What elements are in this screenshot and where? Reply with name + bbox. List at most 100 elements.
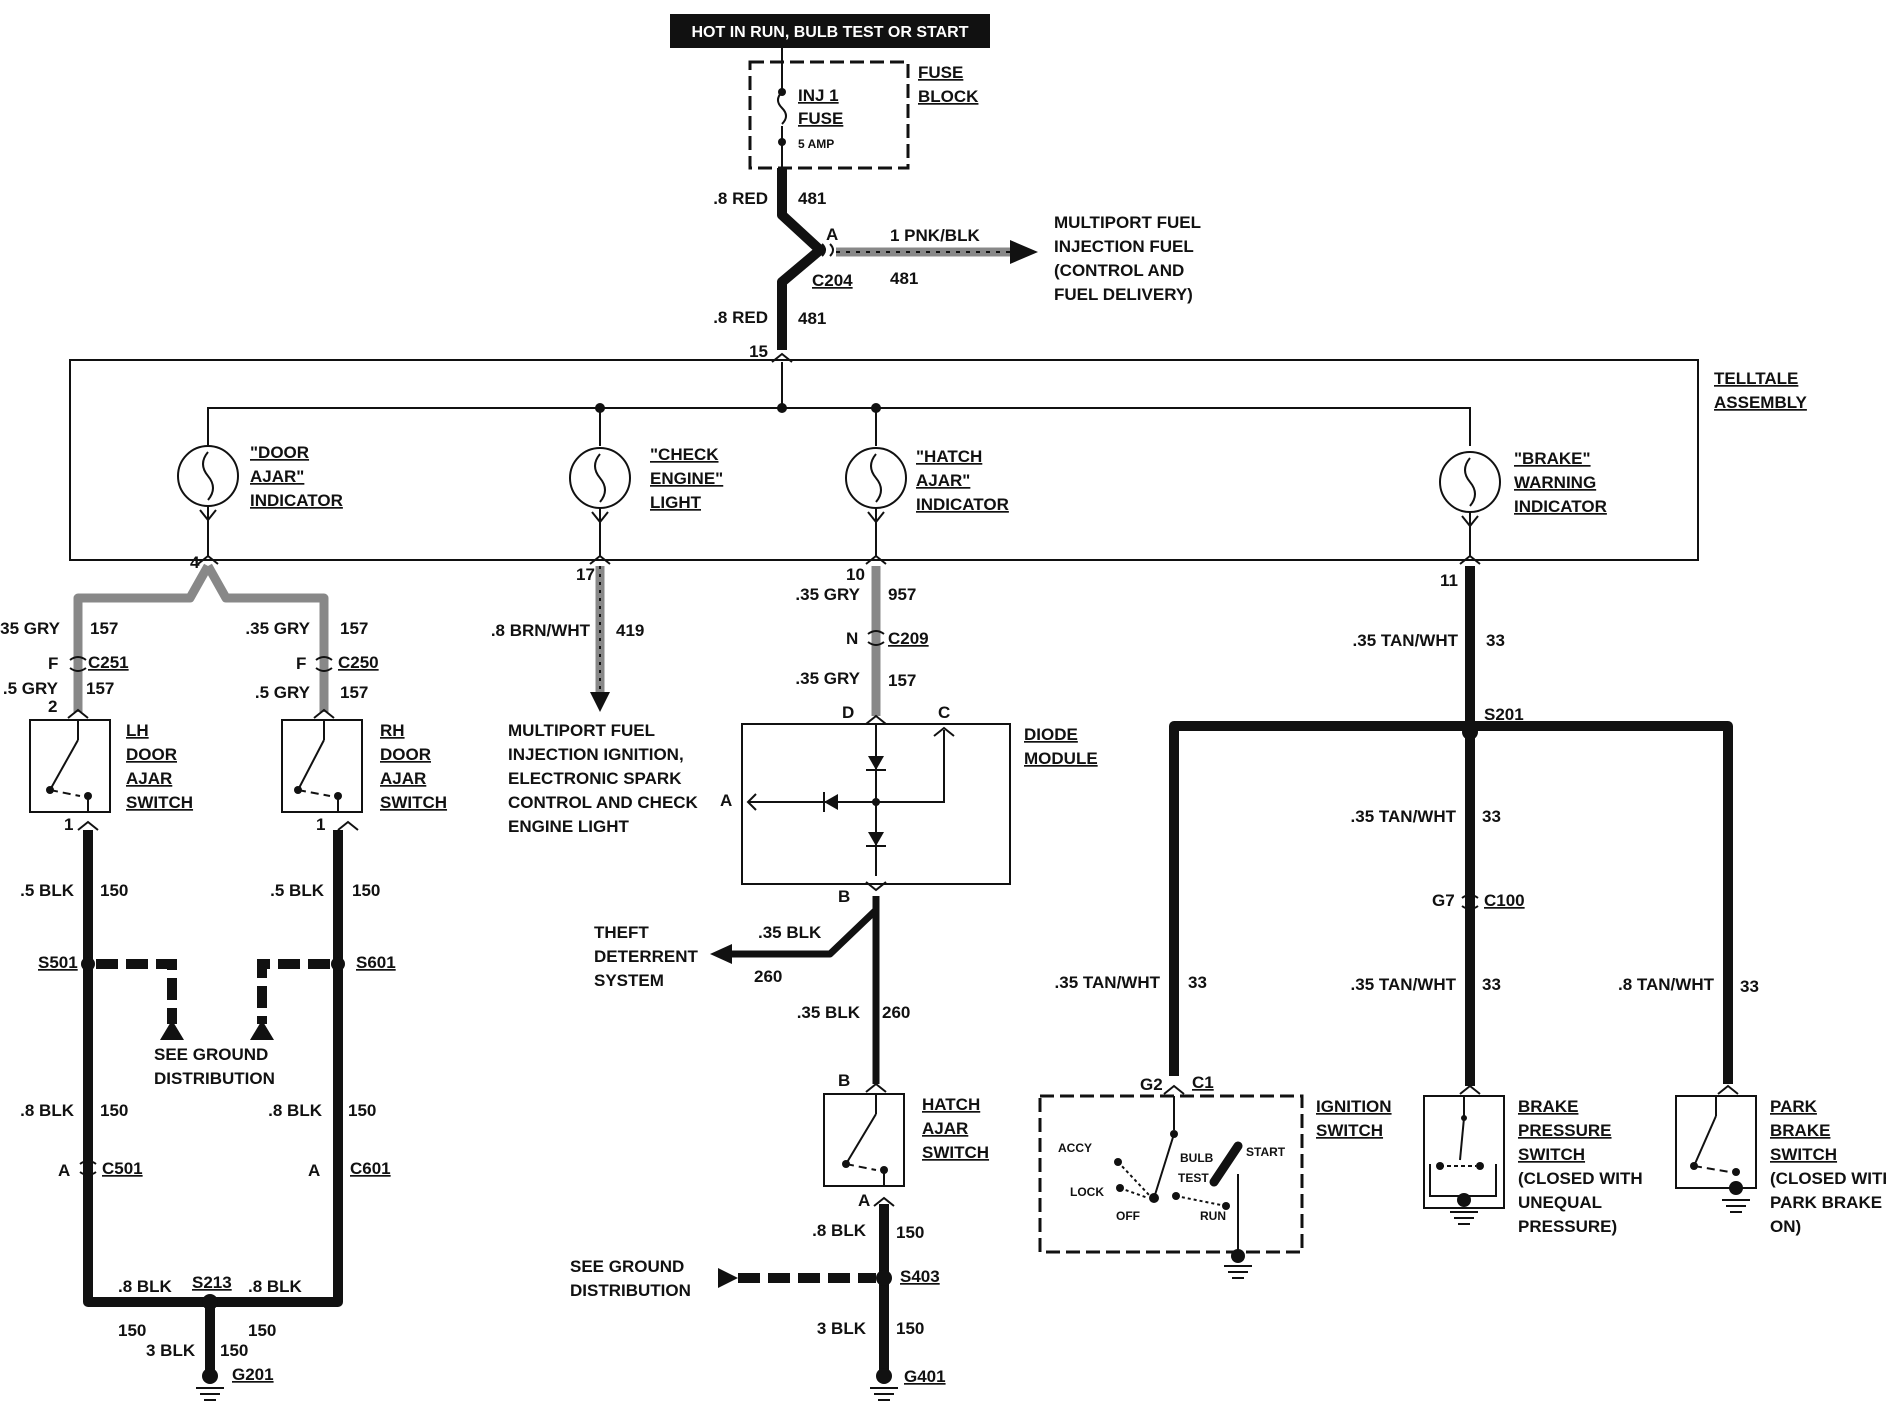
svg-text:.5 GRY: .5 GRY: [255, 683, 311, 702]
svg-text:ELECTRONIC SPARK: ELECTRONIC SPARK: [508, 769, 682, 788]
svg-text:ON): ON): [1770, 1217, 1801, 1236]
svg-text:3 BLK: 3 BLK: [817, 1319, 867, 1338]
svg-text:AJAR: AJAR: [922, 1119, 968, 1138]
svg-text:17: 17: [576, 565, 595, 584]
brake-pressure-switch-label: BRAKE: [1518, 1097, 1578, 1116]
svg-text:.35 GRY: .35 GRY: [795, 669, 860, 688]
svg-text:ACCY: ACCY: [1058, 1141, 1092, 1155]
telltale-title: ASSEMBLY: [1714, 393, 1808, 412]
svg-text:.8 BLK: .8 BLK: [20, 1101, 75, 1120]
svg-text:S501: S501: [38, 953, 78, 972]
svg-text:.35 BLK: .35 BLK: [797, 1003, 861, 1022]
ground-arrow-icon: [250, 1020, 274, 1040]
svg-text:2: 2: [48, 697, 57, 716]
svg-text:TEST: TEST: [1178, 1171, 1209, 1185]
svg-text:10: 10: [846, 565, 865, 584]
svg-text:157: 157: [86, 679, 114, 698]
svg-text:S403: S403: [900, 1267, 940, 1286]
svg-text:957: 957: [888, 585, 916, 604]
svg-text:157: 157: [340, 619, 368, 638]
svg-text:481: 481: [798, 309, 826, 328]
svg-text:.5 BLK: .5 BLK: [20, 881, 75, 900]
fuse-rating: 5 AMP: [798, 137, 834, 151]
svg-text:150: 150: [896, 1223, 924, 1242]
svg-text:.8 BLK: .8 BLK: [248, 1277, 303, 1296]
svg-text:PARK BRAKE: PARK BRAKE: [1770, 1193, 1882, 1212]
connector-c501: C501: [102, 1159, 143, 1178]
svg-text:AJAR": AJAR": [250, 467, 304, 486]
fuse-block-title: FUSE: [918, 63, 963, 82]
svg-text:150: 150: [100, 881, 128, 900]
svg-text:WARNING: WARNING: [1514, 473, 1596, 492]
svg-text:150: 150: [118, 1321, 146, 1340]
svg-text:SWITCH: SWITCH: [1770, 1145, 1837, 1164]
svg-text:MODULE: MODULE: [1024, 749, 1098, 768]
ground-arrow-icon: [160, 1020, 184, 1040]
svg-text:419: 419: [616, 621, 644, 640]
splice-s403: [876, 1270, 892, 1286]
bulb-icon: [845, 447, 907, 556]
svg-text:150: 150: [348, 1101, 376, 1120]
svg-text:33: 33: [1482, 807, 1501, 826]
ground-g201: G201: [232, 1365, 274, 1384]
svg-text:150: 150: [352, 881, 380, 900]
svg-text:.35 GRY: .35 GRY: [0, 619, 61, 638]
svg-text:3 BLK: 3 BLK: [146, 1341, 196, 1360]
indicator-door: "DOOR: [250, 443, 309, 462]
diode-icon: [824, 794, 838, 810]
svg-text:(CONTROL AND: (CONTROL AND: [1054, 261, 1184, 280]
connector-c1: C1: [1192, 1073, 1214, 1092]
svg-text:15: 15: [749, 342, 768, 361]
svg-text:LIGHT: LIGHT: [650, 493, 702, 512]
ground-icon: [1224, 1265, 1252, 1279]
arrow-right-icon: [1010, 240, 1038, 264]
svg-text:THEFT: THEFT: [594, 923, 649, 942]
hatch-switch-label: HATCH: [922, 1095, 980, 1114]
svg-text:C: C: [938, 703, 950, 722]
svg-text:.35 TAN/WHT: .35 TAN/WHT: [1055, 973, 1161, 992]
svg-text:.5 GRY: .5 GRY: [3, 679, 59, 698]
fuse-icon: [777, 91, 787, 125]
svg-text:S213: S213: [192, 1273, 232, 1292]
connector-c204: C204: [812, 271, 853, 290]
svg-text:.35 GRY: .35 GRY: [795, 585, 860, 604]
svg-text:C251: C251: [88, 653, 129, 672]
ignition-switch-box: [1038, 1094, 1304, 1254]
svg-text:SWITCH: SWITCH: [1518, 1145, 1585, 1164]
svg-text:DISTRIBUTION: DISTRIBUTION: [154, 1069, 275, 1088]
svg-text:33: 33: [1188, 973, 1207, 992]
svg-text:.8 RED: .8 RED: [713, 189, 768, 208]
svg-text:A: A: [858, 1191, 870, 1210]
svg-text:.8 RED: .8 RED: [713, 308, 768, 327]
svg-text:INJECTION IGNITION,: INJECTION IGNITION,: [508, 745, 684, 764]
svg-text:LOCK: LOCK: [1070, 1185, 1104, 1199]
svg-text:B: B: [838, 887, 850, 906]
svg-text:F: F: [296, 654, 306, 673]
header-label: HOT IN RUN, BULB TEST OR START: [691, 24, 968, 41]
connector-c100: C100: [1484, 891, 1525, 910]
splice-s601: [331, 957, 345, 971]
svg-text:150: 150: [896, 1319, 924, 1338]
svg-text:INDICATOR: INDICATOR: [1514, 497, 1607, 516]
svg-text:INDICATOR: INDICATOR: [250, 491, 343, 510]
svg-text:481: 481: [890, 269, 918, 288]
svg-text:B: B: [838, 1071, 850, 1090]
svg-text:11: 11: [1440, 571, 1458, 590]
svg-text:RUN: RUN: [1200, 1209, 1226, 1223]
svg-text:G7: G7: [1432, 891, 1455, 910]
bulb-icon: [177, 445, 239, 556]
svg-text:.35 TAN/WHT: .35 TAN/WHT: [1351, 975, 1457, 994]
ground-icon: [196, 1387, 224, 1401]
ground-icon: [1722, 1199, 1750, 1213]
svg-text:.8 TAN/WHT: .8 TAN/WHT: [1618, 975, 1715, 994]
wire-150-door: [83, 830, 343, 1307]
svg-text:150: 150: [100, 1101, 128, 1120]
lh-door-switch-box: [29, 719, 111, 813]
svg-text:(CLOSED WITH: (CLOSED WITH: [1770, 1169, 1886, 1188]
svg-text:33: 33: [1740, 977, 1759, 996]
wire-481: [777, 168, 825, 350]
svg-text:FUEL DELIVERY): FUEL DELIVERY): [1054, 285, 1193, 304]
wire-157-lh: [73, 563, 212, 712]
